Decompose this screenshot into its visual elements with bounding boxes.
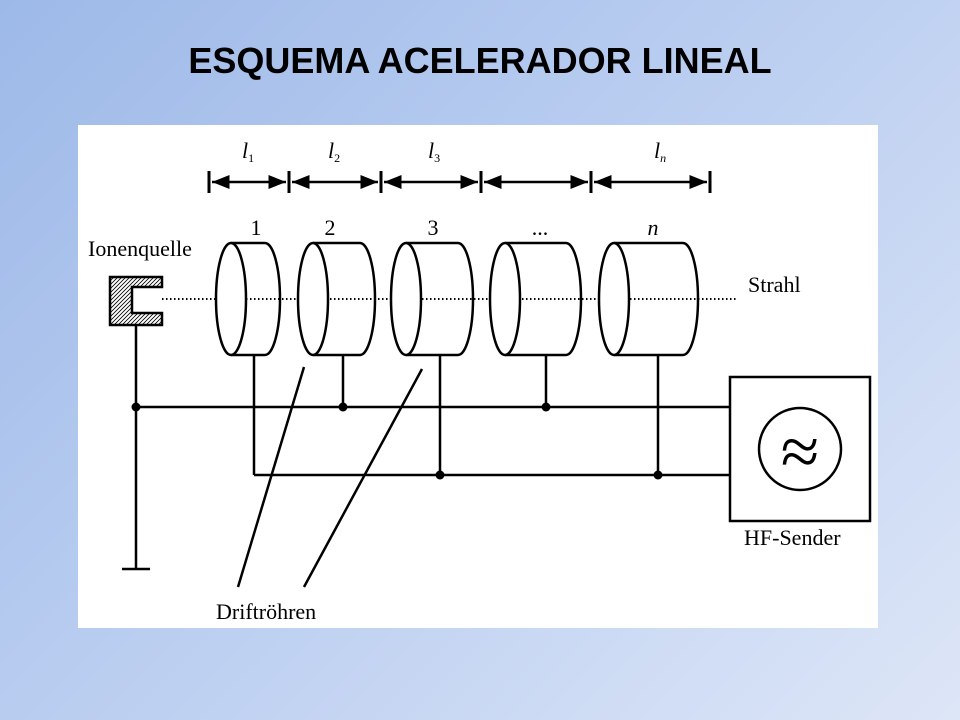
drift-tubes-label: Driftröhren: [216, 599, 316, 624]
slide-title: ESQUEMA ACELERADOR LINEAL: [188, 40, 772, 81]
length-label-n: ln: [654, 138, 666, 165]
linac-schematic: l1 l2 l3 ln 1 2 3 ... n Ionenquelle Stra…: [88, 138, 872, 624]
drift-tube-4: [488, 241, 583, 357]
wiring: [122, 325, 730, 571]
length-label-1: l1: [242, 138, 254, 165]
rf-symbol-icon: ≈: [781, 414, 819, 491]
tube-number-n: n: [648, 215, 659, 240]
drift-tube-1: [214, 241, 282, 357]
drift-tube-n: [597, 241, 700, 357]
dimension-ticks: [207, 171, 712, 193]
tube-number-ellipsis: ...: [532, 215, 549, 240]
tube-number-3: 3: [428, 215, 439, 240]
length-label-3: l3: [428, 138, 440, 165]
drift-tube-2: [296, 241, 377, 357]
drift-tube-leaders: [236, 366, 424, 588]
tube-number-2: 2: [325, 215, 336, 240]
rf-generator-box: [728, 375, 872, 523]
ion-source-label: Ionenquelle: [88, 236, 192, 261]
rf-generator-label: HF-Sender: [744, 525, 841, 550]
drift-tube-3: [389, 241, 475, 357]
tube-number-1: 1: [251, 215, 262, 240]
rf-generator-circle: [757, 406, 843, 492]
length-label-2: l2: [328, 138, 340, 165]
ion-source: [108, 275, 164, 327]
junction-dots: [131, 402, 663, 480]
linac-diagram-panel: l1 l2 l3 ln 1 2 3 ... n Ionenquelle Stra…: [78, 125, 878, 628]
beam-label: Strahl: [748, 272, 801, 297]
